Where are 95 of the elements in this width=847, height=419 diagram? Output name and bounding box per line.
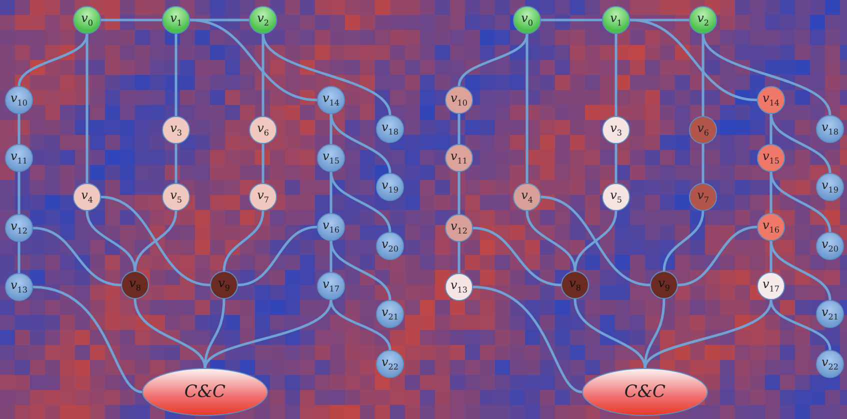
connector-line xyxy=(540,196,650,286)
node-label: v$_{13}$ xyxy=(450,279,468,295)
node-label: v$_{8}$ xyxy=(129,277,141,293)
connector-line xyxy=(614,34,618,116)
node-label: v$_{21}$ xyxy=(822,306,838,322)
node-label: v$_{3}$ xyxy=(170,122,182,138)
connector-line xyxy=(86,210,136,272)
node-label: v$_{5}$ xyxy=(170,189,182,205)
node-label: v$_{0}$ xyxy=(521,12,533,28)
node-label: v$_{6}$ xyxy=(697,122,709,138)
node-label: v$_{22}$ xyxy=(382,356,398,372)
node-label: v$_{17}$ xyxy=(762,278,780,294)
connector-line xyxy=(770,240,832,300)
connector-line xyxy=(32,226,122,286)
node-label: v$_{16}$ xyxy=(762,219,780,235)
connector-line xyxy=(330,300,392,350)
connector-line xyxy=(222,210,264,272)
connector-line xyxy=(458,172,460,214)
connector-line xyxy=(174,144,178,183)
connector-line xyxy=(86,34,88,183)
connector-line xyxy=(458,34,528,86)
node-label: v$_{18}$ xyxy=(822,121,838,137)
node-label: v$_{4}$ xyxy=(81,189,93,205)
node-label: v$_{10}$ xyxy=(450,92,468,108)
node-label: v$_{15}$ xyxy=(322,150,340,166)
node-label: v$_{4}$ xyxy=(521,189,533,205)
node-label: v$_{18}$ xyxy=(382,121,398,137)
node-label: v$_{10}$ xyxy=(10,92,28,108)
connector-line xyxy=(18,34,88,86)
node-label: v$_{16}$ xyxy=(322,219,340,235)
node-label: C&C xyxy=(624,384,666,400)
connector-line xyxy=(238,226,318,286)
connector-line xyxy=(330,240,392,300)
connector-line xyxy=(770,172,832,232)
connector-line xyxy=(702,144,704,183)
connector-line xyxy=(262,144,264,183)
node-label: v$_{6}$ xyxy=(257,122,269,138)
node-label: v$_{13}$ xyxy=(10,279,28,295)
connector-line xyxy=(262,34,392,116)
connector-line xyxy=(100,196,210,286)
node-label: v$_{17}$ xyxy=(322,278,340,294)
node-label: v$_{1}$ xyxy=(170,12,182,28)
node-label: v$_{2}$ xyxy=(697,12,709,28)
connector-line xyxy=(458,242,460,273)
connector-line xyxy=(134,298,206,368)
node-label: v$_{7}$ xyxy=(257,189,269,205)
node-label: v$_{12}$ xyxy=(10,220,28,236)
connector-line xyxy=(770,114,832,174)
connector-line xyxy=(204,300,332,368)
node-label: C&C xyxy=(184,384,226,400)
connector-line xyxy=(574,210,618,272)
node-label: v$_{9}$ xyxy=(218,277,230,293)
node-label: v$_{14}$ xyxy=(322,92,340,108)
node-label: v$_{11}$ xyxy=(450,150,468,166)
connector-line xyxy=(702,34,832,116)
connector-line xyxy=(330,114,392,174)
node-label: v$_{1}$ xyxy=(610,12,622,28)
node-label: v$_{0}$ xyxy=(81,12,93,28)
connector-line xyxy=(526,210,576,272)
connector-line xyxy=(644,300,772,368)
node-label: v$_{5}$ xyxy=(610,189,622,205)
node-label: v$_{19}$ xyxy=(382,179,398,195)
node-label: v$_{8}$ xyxy=(569,277,581,293)
node-label: v$_{7}$ xyxy=(697,189,709,205)
node-label: v$_{11}$ xyxy=(10,150,28,166)
connector-line xyxy=(472,286,582,394)
node-label: v$_{2}$ xyxy=(257,12,269,28)
connector-line xyxy=(18,242,20,273)
node-label: v$_{21}$ xyxy=(382,306,398,322)
connector-line xyxy=(32,286,142,394)
connector-line xyxy=(630,18,758,102)
connector-line xyxy=(614,144,618,183)
connector-line xyxy=(190,18,318,102)
connector-line xyxy=(18,172,20,214)
connector-line xyxy=(770,300,832,350)
node-label: v$_{20}$ xyxy=(382,238,398,254)
node-label: v$_{9}$ xyxy=(658,277,670,293)
node-label: v$_{14}$ xyxy=(762,92,780,108)
connector-line xyxy=(458,114,460,144)
node-label: v$_{20}$ xyxy=(822,238,838,254)
node-label: v$_{22}$ xyxy=(822,356,838,372)
connector-line xyxy=(541,18,602,22)
connector-line xyxy=(330,172,392,232)
connector-line xyxy=(174,34,178,116)
node-label: v$_{12}$ xyxy=(450,220,468,236)
connector-line xyxy=(472,226,562,286)
connector-line xyxy=(678,226,758,286)
connector-line xyxy=(18,114,20,144)
connector-line xyxy=(101,18,162,22)
node-label: v$_{3}$ xyxy=(610,122,622,138)
connector-line xyxy=(574,298,646,368)
connector-line xyxy=(526,34,528,183)
connector-line xyxy=(134,210,178,272)
node-label: v$_{19}$ xyxy=(822,179,838,195)
node-label: v$_{15}$ xyxy=(762,150,780,166)
